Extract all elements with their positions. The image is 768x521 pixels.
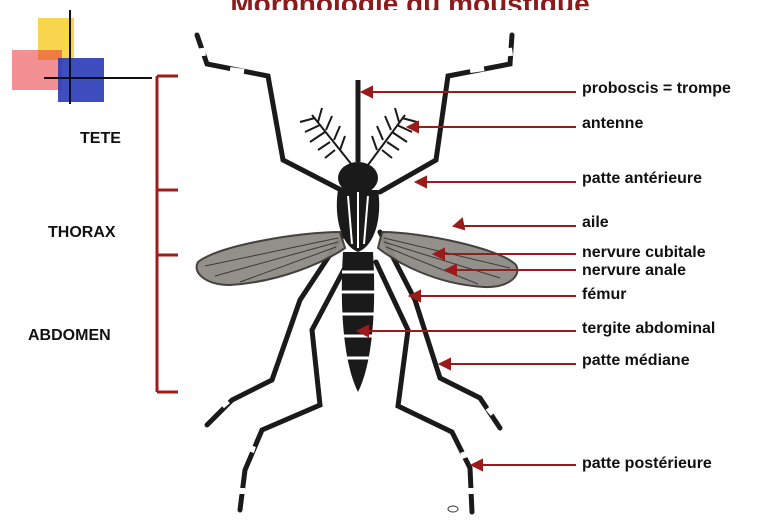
label-proboscis: proboscis = trompe bbox=[582, 80, 731, 98]
region-label-tete: TETE bbox=[80, 130, 121, 148]
label-nervure-anale: nervure anale bbox=[582, 262, 686, 280]
corner-decoration bbox=[12, 10, 152, 104]
region-label-thorax: THORAX bbox=[48, 224, 116, 242]
head-shape bbox=[338, 162, 378, 194]
label-femur: fémur bbox=[582, 286, 626, 304]
region-label-abdomen: ABDOMEN bbox=[28, 327, 111, 345]
wing-right bbox=[378, 232, 517, 287]
wing-left bbox=[197, 232, 345, 285]
label-antenne: antenne bbox=[582, 115, 643, 133]
mosquito-body bbox=[337, 80, 379, 392]
label-patte-posterieure: patte postérieure bbox=[582, 455, 712, 473]
small-mark bbox=[448, 506, 458, 512]
label-nervure-cubitale: nervure cubitale bbox=[582, 244, 706, 262]
label-aile: aile bbox=[582, 214, 609, 232]
front-leg-left bbox=[197, 35, 345, 192]
label-tergite-abdominal: tergite abdominal bbox=[582, 320, 715, 338]
label-patte-mediane: patte médiane bbox=[582, 352, 690, 370]
region-bracket bbox=[157, 76, 178, 392]
label-patte-anterieure: patte antérieure bbox=[582, 170, 702, 188]
front-leg-right bbox=[380, 35, 512, 192]
